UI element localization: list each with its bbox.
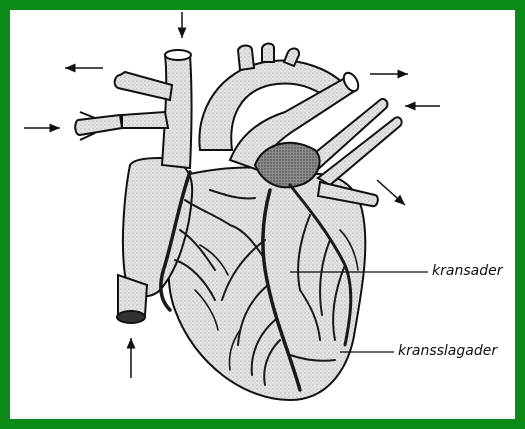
pulmonary-veins-right: [75, 115, 122, 135]
coronary-arteries-label: kransslagader: [398, 343, 497, 359]
coronary-veins-label: kransader: [432, 263, 502, 279]
pulmonary-artery-right: [115, 72, 172, 100]
arrow-icon: [377, 180, 405, 205]
superior-vena-cava: [162, 55, 192, 168]
